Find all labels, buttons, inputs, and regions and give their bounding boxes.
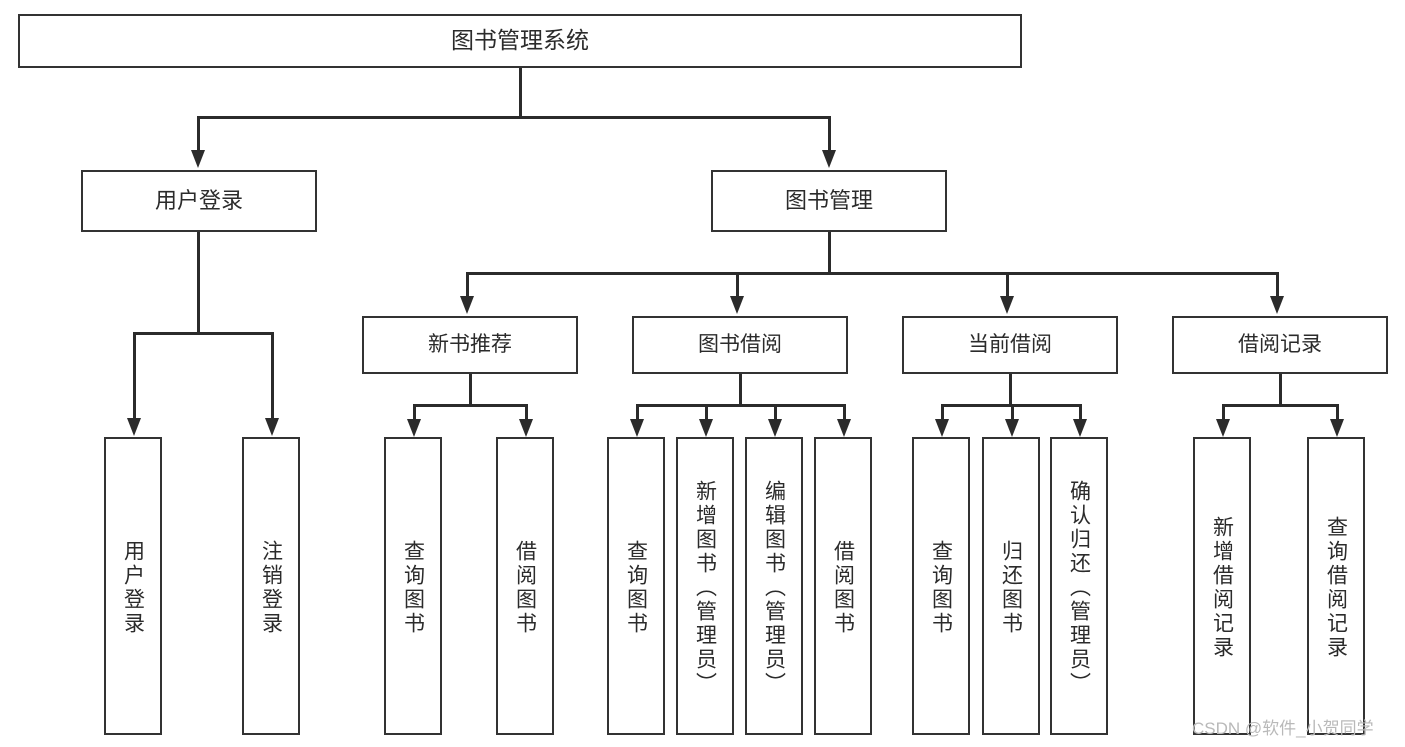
node-label: 用户登录: [121, 540, 145, 636]
connector-drop-leaf-current-borrow-0: [941, 404, 944, 422]
node-borrow-record[interactable]: 借阅记录: [1172, 316, 1388, 374]
leaf-new-book-query-book[interactable]: 查询图书: [384, 437, 442, 735]
connector-drop-book-management: [828, 116, 831, 152]
connector-drop-leaf-borrow-record-0: [1222, 404, 1225, 422]
connector-drop-leaf-new-book-0: [413, 404, 416, 422]
node-root-book-management-system[interactable]: 图书管理系统: [18, 14, 1022, 68]
connector-user-login-bus: [133, 332, 273, 335]
node-label: 确认归还（管理员）: [1067, 480, 1091, 696]
arrowhead-leaf-current-borrow-2: [1073, 419, 1087, 437]
connector-drop-leaf-book-borrow-0: [636, 404, 639, 422]
leaf-borrow-record-query-record[interactable]: 查询借阅记录: [1307, 437, 1365, 735]
leaf-new-book-borrow-book[interactable]: 借阅图书: [496, 437, 554, 735]
connector-book-borrow-stem: [739, 374, 742, 406]
arrowhead-current-borrow: [1000, 296, 1014, 314]
node-label: 新增图书（管理员）: [693, 480, 717, 696]
node-label: 查询图书: [624, 540, 648, 636]
arrowhead-leaf-new-book-1: [519, 419, 533, 437]
arrowhead-new-book: [460, 296, 474, 314]
connector-drop-leaf-user-login-1: [271, 332, 274, 420]
arrowhead-book-management: [822, 150, 836, 168]
node-label: 用户登录: [154, 188, 243, 214]
connector-user-login-stem: [197, 232, 200, 334]
node-new-book-recommend[interactable]: 新书推荐: [362, 316, 578, 374]
arrowhead-leaf-book-borrow-1: [699, 419, 713, 437]
leaf-user-login-user-login[interactable]: 用户登录: [104, 437, 162, 735]
connector-book-management-stem: [828, 232, 831, 274]
node-book-management[interactable]: 图书管理: [711, 170, 947, 232]
node-label: 查询借阅记录: [1324, 516, 1348, 660]
arrowhead-leaf-user-login-1: [265, 418, 279, 436]
connector-level2-bus: [197, 116, 830, 119]
arrowhead-leaf-book-borrow-2: [768, 419, 782, 437]
leaf-book-borrow-query-book[interactable]: 查询图书: [607, 437, 665, 735]
arrowhead-leaf-current-borrow-1: [1005, 419, 1019, 437]
node-label: 归还图书: [999, 540, 1023, 636]
node-label: 借阅记录: [1238, 332, 1322, 356]
connector-drop-leaf-borrow-record-1: [1336, 404, 1339, 422]
connector-borrow-record-bus: [1222, 404, 1338, 407]
node-label: 新书推荐: [428, 332, 512, 356]
connector-drop-new-book: [466, 272, 469, 298]
node-label: 注销登录: [259, 540, 283, 636]
connector-root-stem: [519, 68, 522, 118]
arrowhead-leaf-current-borrow-0: [935, 419, 949, 437]
leaf-user-login-logout[interactable]: 注销登录: [242, 437, 300, 735]
connector-drop-current-borrow: [1006, 272, 1009, 298]
node-label: 图书借阅: [698, 332, 782, 356]
connector-borrow-record-stem: [1279, 374, 1282, 406]
connector-drop-leaf-book-borrow-1: [705, 404, 708, 422]
connector-drop-leaf-book-borrow-3: [843, 404, 846, 422]
node-label: 新增借阅记录: [1210, 516, 1234, 660]
arrowhead-leaf-user-login-0: [127, 418, 141, 436]
connector-drop-leaf-book-borrow-2: [774, 404, 777, 422]
leaf-current-borrow-return-book[interactable]: 归还图书: [982, 437, 1040, 735]
node-label: 查询图书: [929, 540, 953, 636]
node-label: 借阅图书: [831, 540, 855, 636]
node-label: 图书管理: [784, 188, 873, 214]
connector-current-borrow-stem: [1009, 374, 1012, 406]
arrowhead-leaf-book-borrow-3: [837, 419, 851, 437]
connector-drop-leaf-current-borrow-1: [1011, 404, 1014, 422]
arrowhead-leaf-book-borrow-0: [630, 419, 644, 437]
arrowhead-leaf-new-book-0: [407, 419, 421, 437]
connector-drop-leaf-current-borrow-2: [1079, 404, 1082, 422]
connector-drop-leaf-user-login-0: [133, 332, 136, 420]
connector-drop-leaf-new-book-1: [525, 404, 528, 422]
connector-drop-user-login: [197, 116, 200, 152]
watermark-csdn: CSDN @软件_小贺同学: [1192, 719, 1374, 738]
arrowhead-book-borrow: [730, 296, 744, 314]
node-label: 图书管理系统: [451, 27, 589, 54]
node-label: 编辑图书（管理员）: [762, 480, 786, 696]
node-label: 查询图书: [401, 540, 425, 636]
leaf-current-borrow-query-book[interactable]: 查询图书: [912, 437, 970, 735]
node-current-borrow[interactable]: 当前借阅: [902, 316, 1118, 374]
arrowhead-leaf-borrow-record-0: [1216, 419, 1230, 437]
connector-drop-borrow-record: [1276, 272, 1279, 298]
leaf-book-borrow-edit-book-admin[interactable]: 编辑图书（管理员）: [745, 437, 803, 735]
connector-new-book-stem: [469, 374, 472, 406]
connector-book-borrow-bus: [636, 404, 846, 407]
node-label: 当前借阅: [968, 332, 1052, 356]
arrowhead-borrow-record: [1270, 296, 1284, 314]
arrowhead-leaf-borrow-record-1: [1330, 419, 1344, 437]
leaf-borrow-record-add-record[interactable]: 新增借阅记录: [1193, 437, 1251, 735]
connector-new-book-bus: [413, 404, 527, 407]
node-book-borrow[interactable]: 图书借阅: [632, 316, 848, 374]
node-user-login[interactable]: 用户登录: [81, 170, 317, 232]
node-label: 借阅图书: [513, 540, 537, 636]
connector-drop-book-borrow: [736, 272, 739, 298]
leaf-book-borrow-borrow-book[interactable]: 借阅图书: [814, 437, 872, 735]
arrowhead-user-login: [191, 150, 205, 168]
connector-level3-bus: [466, 272, 1278, 275]
leaf-current-borrow-confirm-return-admin[interactable]: 确认归还（管理员）: [1050, 437, 1108, 735]
leaf-book-borrow-add-book-admin[interactable]: 新增图书（管理员）: [676, 437, 734, 735]
